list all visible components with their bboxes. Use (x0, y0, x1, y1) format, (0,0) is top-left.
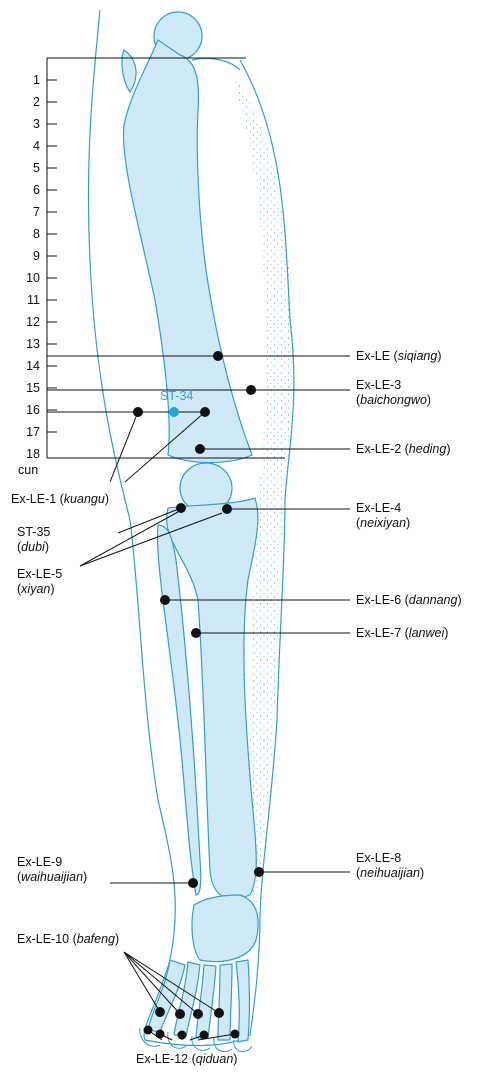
ex-le-7-label: Ex-LE-7 (lanwei) (356, 626, 448, 641)
scale-tick-label: 6 (14, 183, 40, 197)
ex-le-6-name: dannang (409, 593, 458, 607)
ex-le-name: siqiang (398, 349, 438, 363)
ex-le-7-name: lanwei (409, 626, 444, 640)
ex-le-1-name: kuangu (64, 492, 105, 506)
ex-le-4-code: Ex-LE-4 (356, 501, 410, 516)
scale-tick-label: 3 (14, 117, 40, 131)
scale-tick-label: 13 (14, 337, 40, 351)
ex-le-6-label: Ex-LE-6 (dannang) (356, 593, 462, 608)
scale-tick-label: 2 (14, 95, 40, 109)
ex-le-1-point-medial (200, 407, 210, 417)
ex-le-2-point (195, 444, 205, 454)
ex-le-8-name: neihuaijian (360, 866, 420, 880)
ex-le-7-point (191, 628, 201, 638)
ex-le-10-point-4 (214, 1008, 224, 1018)
bones (122, 12, 258, 1042)
scale-tick-label: 9 (14, 249, 40, 263)
ex-le-9-label: Ex-LE-9 (waihuaijian) (17, 855, 87, 885)
scale-tick-label: 14 (14, 359, 40, 373)
ex-le-10-point-2 (175, 1009, 185, 1019)
ex-le-6-code: Ex-LE-6 (356, 593, 401, 607)
st-34-point (169, 407, 179, 417)
ex-le-1-point-lateral (133, 407, 143, 417)
ex-le-8-label: Ex-LE-8 (neihuaijian) (356, 851, 424, 881)
ex-le-12-point-2 (156, 1030, 165, 1039)
ex-le-12-point-3 (178, 1031, 187, 1040)
scale-tick-label: 10 (14, 271, 40, 285)
ex-le-1-code: Ex-LE-1 (11, 492, 56, 506)
ex-le-10-point-1 (155, 1007, 165, 1017)
st-34-label: ST-34 (160, 389, 193, 404)
ex-le-1-label: Ex-LE-1 (kuangu) (11, 492, 109, 507)
ex-le-10-point-3 (193, 1009, 203, 1019)
ex-le-2-label: Ex-LE-2 (heding) (356, 442, 451, 457)
st-35-name: dubi (21, 540, 45, 554)
ex-le-9-name: waihuaijian (21, 870, 83, 884)
ex-le-point (213, 351, 223, 361)
scale-tick-label: 17 (14, 425, 40, 439)
ex-le-4-name: neixiyan (360, 516, 406, 530)
ex-le-5-code: Ex-LE-5 (17, 567, 62, 582)
scale-tick-label: 18 (14, 447, 40, 461)
ex-le-8-code: Ex-LE-8 (356, 851, 424, 866)
ex-le-12-point-1 (144, 1026, 153, 1035)
ex-le-4-label: Ex-LE-4 (neixiyan) (356, 501, 410, 531)
ex-le-10-code: Ex-LE-10 (17, 932, 69, 946)
scale-tick-label: 15 (14, 381, 40, 395)
scale-tick-label: 4 (14, 139, 40, 153)
scale-tick-label: 8 (14, 227, 40, 241)
ex-le-5-name: xiyan (21, 582, 50, 596)
ex-le-label: Ex-LE (siqiang) (356, 349, 441, 364)
scale-tick-label: 1 (14, 73, 40, 87)
ex-le-9-code: Ex-LE-9 (17, 855, 87, 870)
ex-le-10-name: bafeng (77, 932, 115, 946)
ex-le-12-label: Ex-LE-12 (qiduan) (136, 1052, 237, 1067)
ex-le-3-label: Ex-LE-3 (baichongwo) (356, 378, 431, 408)
ex-le-3-name: baichongwo (360, 393, 427, 407)
ex-le-8-point (254, 867, 264, 877)
scale-unit-label: cun (18, 463, 38, 478)
scale-tick-label: 16 (14, 403, 40, 417)
ex-le-2-name: heding (409, 442, 447, 456)
ex-le-7-code: Ex-LE-7 (356, 626, 401, 640)
ex-le-code: Ex-LE (356, 349, 390, 363)
st-35-label: ST-35 (dubi) (17, 525, 50, 555)
ex-le-12-code: Ex-LE-12 (136, 1052, 188, 1066)
ex-le-5-label: Ex-LE-5 (xiyan) (17, 567, 62, 597)
scale-tick-label: 5 (14, 161, 40, 175)
ex-le-3-code: Ex-LE-3 (356, 378, 431, 393)
ex-le-5-point-lateral (176, 503, 186, 513)
scale-tick-label: 12 (14, 315, 40, 329)
ex-le-3-point (246, 385, 256, 395)
ex-le-6-point (160, 595, 170, 605)
tarsals (192, 895, 258, 962)
scale-tick-label: 7 (14, 205, 40, 219)
ex-le-9-point (188, 878, 198, 888)
ex-le-12-name: qiduan (196, 1052, 234, 1066)
ex-le-12-point-5 (231, 1030, 240, 1039)
st-35-code: ST-35 (17, 525, 50, 540)
ex-le-12-point-4 (200, 1031, 209, 1040)
scale-tick-label: 11 (14, 293, 40, 307)
ex-le-2-code: Ex-LE-2 (356, 442, 401, 456)
ex-le-4-point (222, 504, 232, 514)
ex-le-10-label: Ex-LE-10 (bafeng) (17, 932, 119, 947)
